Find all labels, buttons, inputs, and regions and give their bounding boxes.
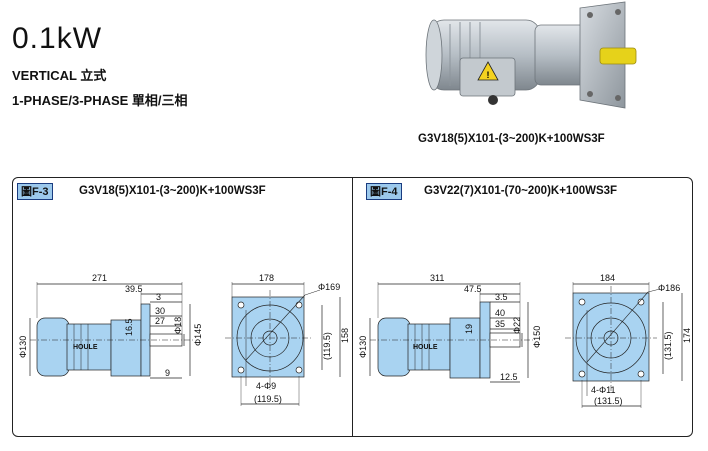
f3-phi-18: Φ18 [173,317,183,334]
f4-d-19: 19 [464,324,474,334]
f4-front-view [565,282,683,408]
motor-photo: ! [425,1,637,109]
drawing-divider [352,177,353,437]
f4-brand: HOULE [413,344,438,351]
phase-type: 1-PHASE/3-PHASE 單相/三相 [12,93,188,108]
f4-side-view [369,282,535,383]
f3-width: 178 [259,273,274,283]
f3-d-27: 27 [155,316,165,326]
f4-width: 184 [600,273,615,283]
f3-front-view [225,282,341,406]
f3-total-length: 271 [92,273,107,283]
f4-d-131-5-h: (131.5) [594,396,623,406]
f3-holes: 4-Φ9 [256,381,276,391]
f4-d-12-5: 12.5 [500,372,518,382]
f4-d-3-5: 3.5 [495,292,508,302]
figure-title-f3: G3V18(5)X101-(3~200)K+100WS3F [79,185,266,197]
photo-caption: G3V18(5)X101-(3~200)K+100WS3F [418,133,605,145]
f4-total-length: 311 [430,273,444,283]
f3-phi-169: Φ169 [318,282,340,292]
f3-d-119-5-h: (119.5) [254,394,282,404]
power-rating: 0.1kW [12,22,103,55]
figure-label-f3: 圖F-3 [17,183,53,200]
f4-d-131-5-v: (131.5) [663,331,673,360]
f4-height: 174 [682,328,692,343]
f3-d-9: 9 [165,368,170,378]
figure-title-f4: G3V22(7)X101-(70~200)K+100WS3F [424,185,618,197]
f3-height: 158 [340,328,350,343]
f3-d-119-5-v: (119.5) [322,332,332,360]
f4-phi-150: Φ150 [532,326,542,348]
figure-label-f4: 圖F-4 [366,183,402,200]
f4-d-47-5: 47.5 [464,284,482,294]
f4-phi-130: Φ130 [358,336,368,358]
f4-phi-186: Φ186 [658,283,680,293]
f4-d-40: 40 [495,308,505,318]
mount-type: VERTICAL 立式 [12,68,107,83]
f3-phi-145: Φ145 [193,324,203,346]
f3-d-16-5: 16.5 [124,318,134,336]
f4-d-35: 35 [495,319,505,329]
f3-d-30: 30 [155,306,165,316]
f3-d-39-5: 39.5 [125,284,143,294]
f4-phi-22: Φ22 [512,317,522,334]
f3-d-3: 3 [156,292,161,302]
f3-phi-130: Φ130 [18,336,28,358]
f4-holes: 4-Φ11 [591,385,616,395]
svg-text:!: ! [487,70,490,80]
f3-brand: HOULE [73,344,98,351]
f3-side-view [29,282,195,379]
